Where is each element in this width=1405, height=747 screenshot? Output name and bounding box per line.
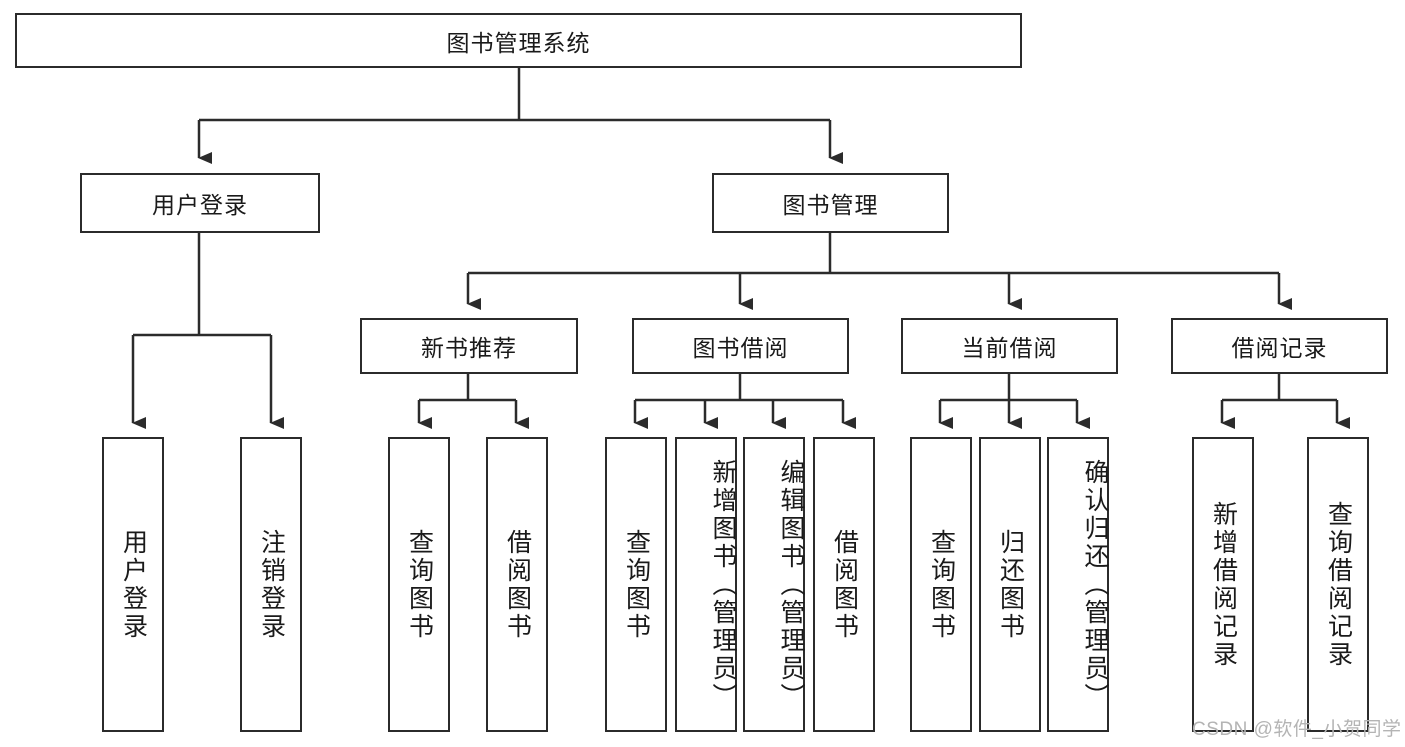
node-label: 借阅图书 [503,528,532,641]
leaf-edit-book-admin[interactable]: 编辑图书（管理员） [743,437,805,732]
node-label: 新增借阅记录 [1209,500,1238,669]
node-label: 借阅记录 [1231,335,1328,361]
node-label: 归还图书 [996,528,1025,641]
node-label: 确认归还（管理员） [1081,458,1109,711]
node-book-borrowing[interactable]: 图书借阅 [632,318,849,374]
leaf-borrow-book[interactable]: 借阅图书 [813,437,875,732]
leaf-confirm-return-admin[interactable]: 确认归还（管理员） [1047,437,1109,732]
node-label: 图书借阅 [692,335,789,361]
node-new-book-recommendation[interactable]: 新书推荐 [360,318,578,374]
leaf-query-book-borrow[interactable]: 查询图书 [605,437,667,732]
node-current-borrowing[interactable]: 当前借阅 [901,318,1118,374]
leaf-query-book-recommend[interactable]: 查询图书 [388,437,450,732]
leaf-add-borrow-record[interactable]: 新增借阅记录 [1192,437,1254,732]
node-label: 图书管理系统 [446,29,591,56]
node-label: 用户登录 [152,192,248,218]
watermark-csdn: CSDN @软件_小贺同学 [1192,719,1402,740]
leaf-query-book-current[interactable]: 查询图书 [910,437,972,732]
leaf-add-book-admin[interactable]: 新增图书（管理员） [675,437,737,732]
leaf-user-login[interactable]: 用户登录 [102,437,164,732]
node-label: 注销登录 [257,528,286,641]
node-label: 新书推荐 [421,335,517,361]
node-label: 查询图书 [405,528,434,641]
node-label: 借阅图书 [830,528,859,641]
node-user-login[interactable]: 用户登录 [80,173,320,233]
leaf-return-book[interactable]: 归还图书 [979,437,1041,732]
node-label: 查询图书 [622,528,651,641]
node-root-book-management-system[interactable]: 图书管理系统 [15,13,1022,68]
node-book-management[interactable]: 图书管理 [712,173,949,233]
leaf-borrow-book-recommend[interactable]: 借阅图书 [486,437,548,732]
node-label: 查询图书 [927,528,956,641]
node-label: 编辑图书（管理员） [777,458,805,711]
node-label: 当前借阅 [961,335,1058,361]
node-label: 查询借阅记录 [1324,500,1353,669]
node-label: 图书管理 [782,192,879,218]
leaf-logout[interactable]: 注销登录 [240,437,302,732]
node-label: 新增图书（管理员） [709,458,737,711]
leaf-query-borrow-record[interactable]: 查询借阅记录 [1307,437,1369,732]
node-borrowing-record[interactable]: 借阅记录 [1171,318,1388,374]
node-label: 用户登录 [119,528,148,641]
